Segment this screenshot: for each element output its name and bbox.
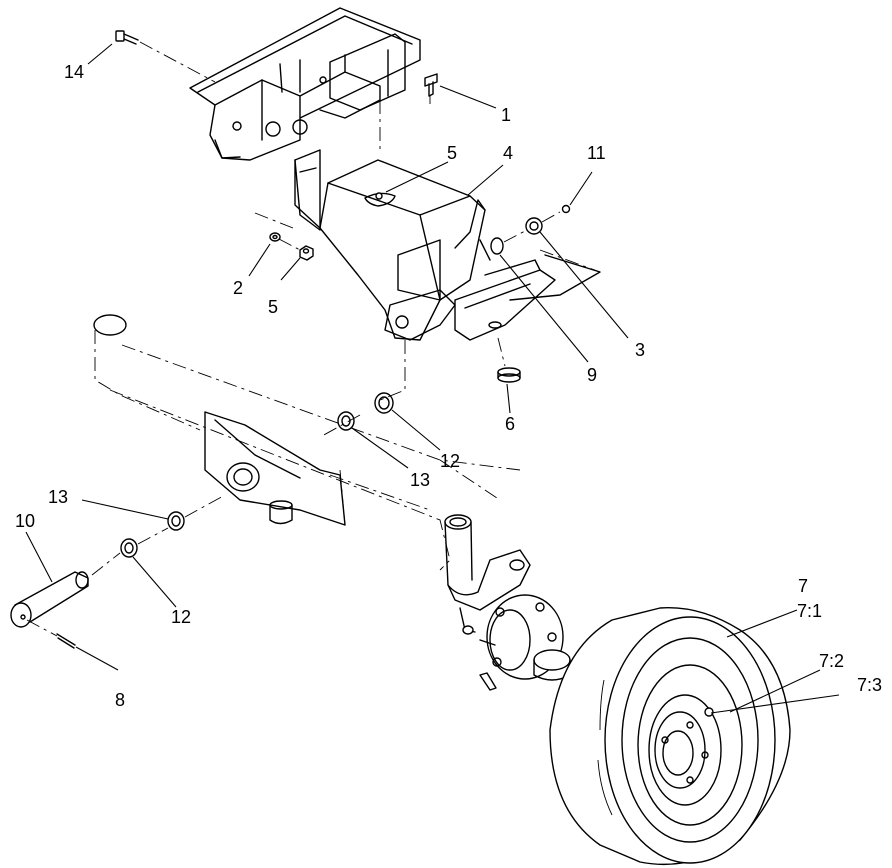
bolt-1 (424, 73, 438, 97)
callout-5-top: 5 (447, 143, 457, 163)
washer-13-lower (167, 511, 185, 531)
callout-7-3: 7:3 (857, 675, 882, 695)
washer-12-upper (374, 392, 394, 414)
spacer-10 (490, 237, 504, 255)
washer-13-upper (337, 411, 355, 431)
callout-3: 3 (635, 340, 645, 360)
callout-2: 2 (233, 278, 243, 298)
callout-1: 1 (501, 105, 511, 125)
wheel-hub (479, 594, 571, 691)
callout-7: 7 (798, 576, 808, 596)
callout-6: 6 (505, 414, 515, 434)
callout-7-2: 7:2 (819, 651, 844, 671)
callout-13-upper: 13 (410, 470, 430, 490)
leader-lines (25, 43, 840, 714)
callout-13-lower: 13 (48, 487, 68, 507)
callout-12-lower: 12 (171, 607, 191, 627)
nut-5-left (299, 245, 314, 261)
callout-4: 4 (503, 143, 513, 163)
grease-fitting-11 (561, 204, 571, 214)
washer-12-lower (120, 538, 138, 558)
front-axle (93, 314, 521, 571)
pivot-bracket (294, 149, 601, 341)
callout-10: 9 (587, 365, 597, 385)
pivot-pin-9 (10, 571, 89, 628)
callout-5-left: 5 (268, 297, 278, 317)
callout-7-1: 7:1 (797, 601, 822, 621)
tire-and-wheel (549, 606, 791, 866)
washer-2 (269, 232, 281, 242)
bushing-6 (497, 367, 521, 383)
bolt-14 (115, 30, 139, 45)
callout-8: 8 (115, 690, 125, 710)
spindle (444, 514, 531, 635)
callout-12-upper: 12 (440, 451, 460, 471)
nut-3 (525, 217, 543, 235)
callout-14: 14 (64, 62, 84, 82)
callout-9: 10 (15, 511, 35, 531)
frame-bracket (189, 7, 421, 161)
cotter-pin-8 (56, 633, 76, 649)
callout-11: 11 (587, 143, 606, 163)
callout-labels: 14 1 5 4 11 2 5 3 9 6 12 13 13 10 12 8 7… (15, 62, 882, 710)
bolt-14-axis (139, 41, 216, 83)
